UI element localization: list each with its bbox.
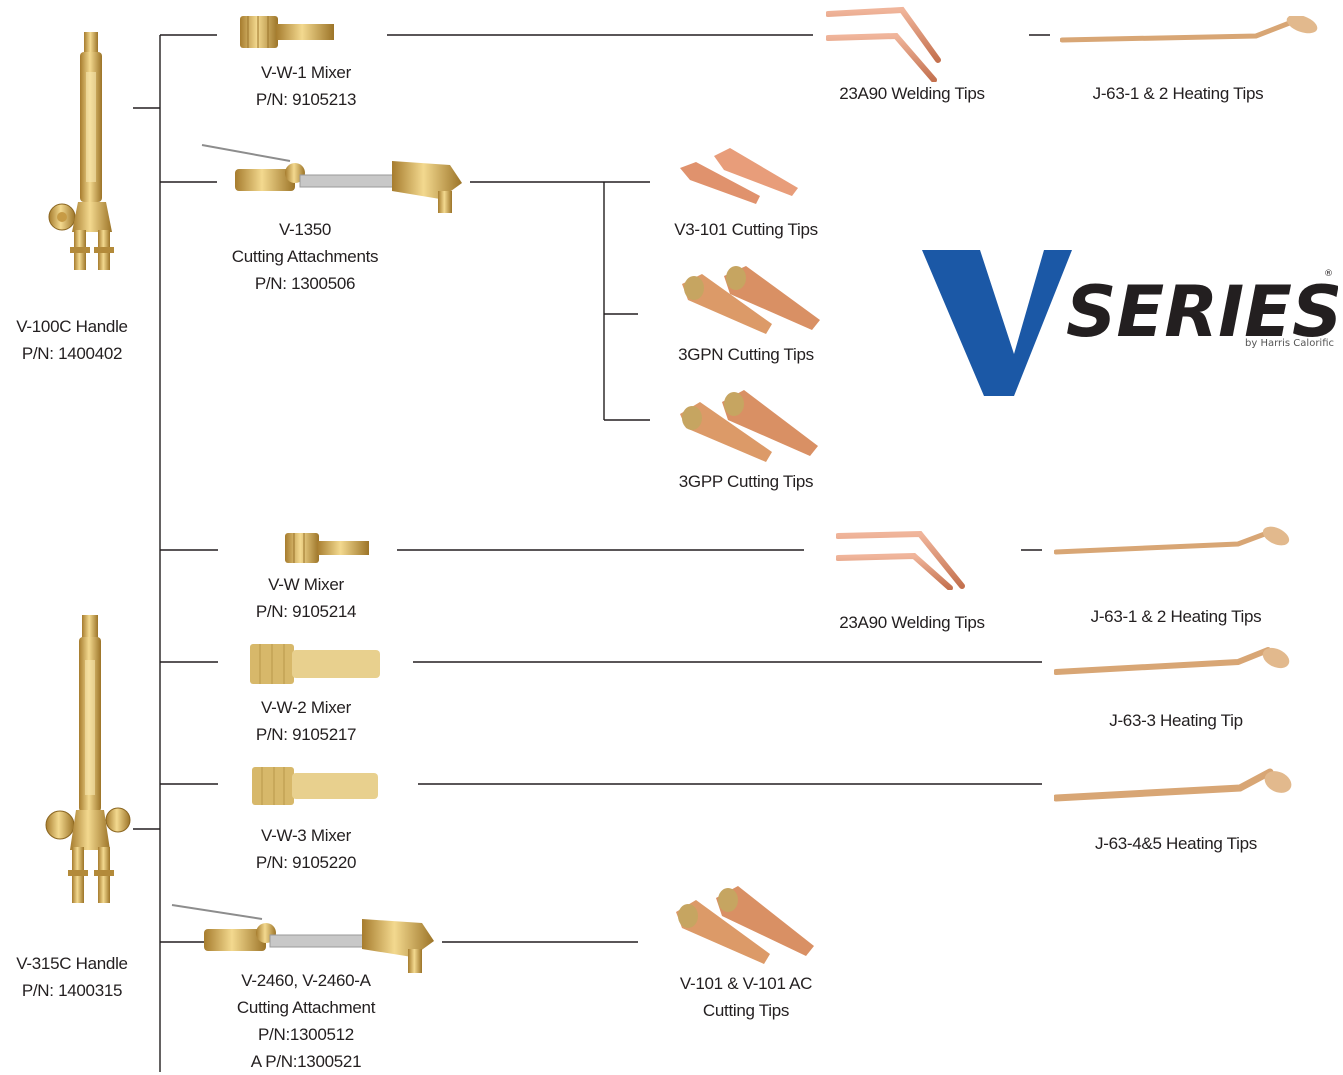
j63-45-heating-tips-image [1054, 766, 1292, 812]
3gpp-cutting-tips-image [678, 390, 822, 464]
vw1-mixer-image [240, 12, 334, 52]
attachment-line: V-W-2 Mixer [256, 694, 356, 721]
tip-name: 23A90 Welding Tips [839, 609, 985, 636]
attachment-line: P/N: 1300506 [232, 270, 378, 297]
vw-mixer-image [285, 530, 369, 566]
vw2-mixer-image [250, 644, 380, 684]
attachment-line: P/N: 9105213 [256, 86, 356, 113]
attachment-label-v2460: V-2460, V-2460-A Cutting Attachment P/N:… [237, 967, 375, 1075]
welding-tips-image-top [826, 2, 944, 82]
tip-name: 3GPN Cutting Tips [678, 341, 814, 368]
handle-label-v100c: V-100C Handle P/N: 1400402 [16, 313, 127, 367]
attachment-label-vw: V-W Mixer P/N: 9105214 [256, 571, 356, 625]
attachment-label-vw2: V-W-2 Mixer P/N: 9105217 [256, 694, 356, 748]
tip-name: 23A90 Welding Tips [839, 80, 985, 107]
attachment-label-vw1: V-W-1 Mixer P/N: 9105213 [256, 59, 356, 113]
tip-name: 3GPP Cutting Tips [679, 468, 813, 495]
v-chevron-logo-icon: SERIES ® by Harris Calorific [922, 236, 1338, 398]
attachment-line: Cutting Attachments [232, 243, 378, 270]
attachment-line: V-W-3 Mixer [256, 822, 356, 849]
attachment-line: Cutting Attachment [237, 994, 375, 1021]
v-series-logo: SERIES ® by Harris Calorific [922, 236, 1338, 398]
tip-label-welding-mid: 23A90 Welding Tips [839, 609, 985, 636]
attachment-line: V-W Mixer [256, 571, 356, 598]
attachment-line: V-1350 [232, 216, 378, 243]
attachment-line: P/N: 9105217 [256, 721, 356, 748]
attachment-line: A P/N:1300521 [237, 1048, 375, 1075]
registered-mark: ® [1324, 269, 1333, 279]
logo-byline: by Harris Calorific [1245, 338, 1334, 349]
tip-label-j63-45: J-63-4&5 Heating Tips [1095, 830, 1257, 857]
tip-name: J-63-1 & 2 Heating Tips [1093, 80, 1264, 107]
tip-name: V-101 & V-101 AC [680, 970, 812, 997]
attachment-line: P/N: 9105214 [256, 598, 356, 625]
v101-cutting-tips-image [674, 886, 818, 966]
tip-name: Cutting Tips [680, 997, 812, 1024]
attachment-line: V-2460, V-2460-A [237, 967, 375, 994]
v1350-cutting-attachment-image [200, 143, 464, 219]
attachment-label-vw3: V-W-3 Mixer P/N: 9105220 [256, 822, 356, 876]
vw3-mixer-image [252, 767, 378, 805]
v315c-handle-image [44, 615, 136, 907]
tip-label-v101: V-101 & V-101 AC Cutting Tips [680, 970, 812, 1024]
tip-name: V3-101 Cutting Tips [674, 216, 818, 243]
tip-name: J-63-1 & 2 Heating Tips [1091, 603, 1262, 630]
welding-tips-image-mid [836, 528, 966, 590]
attachment-line: P/N: 9105220 [256, 849, 356, 876]
attachment-line: V-W-1 Mixer [256, 59, 356, 86]
tip-name: J-63-3 Heating Tip [1109, 707, 1243, 734]
3gpn-cutting-tips-image [680, 266, 824, 338]
handle-label-v315c: V-315C Handle P/N: 1400315 [16, 950, 127, 1004]
tip-label-v3-101: V3-101 Cutting Tips [674, 216, 818, 243]
handle-pn: P/N: 1400402 [16, 340, 127, 367]
handle-pn: P/N: 1400315 [16, 977, 127, 1004]
heating-tips-image-mid [1054, 526, 1290, 566]
tip-label-j63-3: J-63-3 Heating Tip [1109, 707, 1243, 734]
attachment-line: P/N:1300512 [237, 1021, 375, 1048]
j63-3-heating-tip-image [1054, 644, 1290, 686]
tip-label-3gpn: 3GPN Cutting Tips [678, 341, 814, 368]
heating-tips-image-top [1060, 16, 1320, 60]
v100c-handle-image [42, 32, 132, 274]
tip-label-heating-top: J-63-1 & 2 Heating Tips [1093, 80, 1264, 107]
handle-name: V-315C Handle [16, 950, 127, 977]
v3-101-cutting-tips-image [676, 146, 802, 206]
tip-name: J-63-4&5 Heating Tips [1095, 830, 1257, 857]
handle-name: V-100C Handle [16, 313, 127, 340]
attachment-label-v1350: V-1350 Cutting Attachments P/N: 1300506 [232, 216, 378, 297]
tip-label-welding-top: 23A90 Welding Tips [839, 80, 985, 107]
tip-label-heating-mid: J-63-1 & 2 Heating Tips [1091, 603, 1262, 630]
tip-label-3gpp: 3GPP Cutting Tips [679, 468, 813, 495]
